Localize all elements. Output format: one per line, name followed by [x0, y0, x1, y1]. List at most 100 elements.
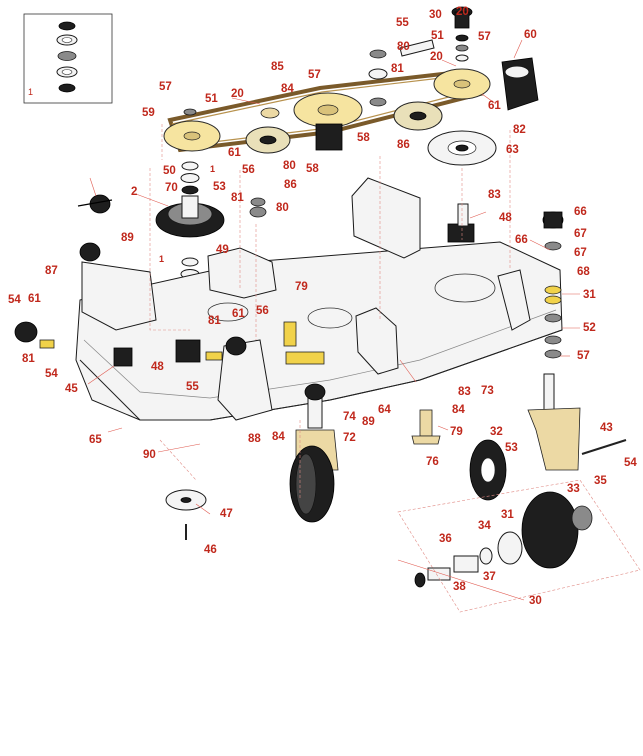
callout-83-left: 81	[22, 353, 35, 365]
callout-66-left: 61	[28, 293, 41, 305]
callout-83-center: 81	[208, 315, 221, 327]
callout-57-left: 54	[8, 294, 21, 306]
callout-90: 86	[284, 179, 297, 191]
callout-labels: 20 30 55 51 57 60 80 20 81 85 57 57 84 2…	[8, 6, 637, 607]
spindle-left	[155, 161, 225, 317]
callout-41: 45	[65, 383, 78, 395]
callout-79-right: 76	[426, 456, 439, 468]
callout-81-left: 80	[283, 160, 296, 172]
callout-30: 30	[529, 595, 542, 607]
callout-57-center: 56	[256, 305, 269, 317]
callout-66-center: 61	[232, 308, 245, 320]
caster-right	[469, 211, 593, 569]
callout-33: 33	[567, 483, 580, 495]
callout-57-top: 55	[396, 17, 409, 29]
callout-57-mid: 56	[242, 164, 255, 176]
callout-74: 68	[577, 266, 590, 278]
callout-31: 31	[501, 509, 514, 521]
callout-48-left: 48	[151, 361, 164, 373]
callout-91-left: 87	[45, 265, 58, 277]
callout-63: 59	[142, 107, 155, 119]
callout-89-right: 86	[397, 139, 410, 151]
callout-91-center: 88	[248, 433, 261, 445]
callout-32: 32	[490, 426, 503, 438]
callout-84-left: 81	[231, 192, 244, 204]
callout-1-lower: 1	[159, 254, 164, 264]
callout-70: 66	[515, 234, 528, 246]
callout-34: 34	[478, 520, 491, 532]
callout-87: 84	[452, 404, 465, 416]
leader-lines	[87, 39, 580, 601]
inset-label: 1	[28, 87, 33, 97]
callout-59: 57	[577, 350, 590, 362]
spindle-housing-right	[427, 130, 497, 166]
callout-89-top: 85	[271, 61, 284, 73]
gearbox-65	[501, 57, 539, 111]
callout-86-right: 83	[458, 386, 471, 398]
callout-38: 38	[453, 581, 466, 593]
callout-49: 49	[216, 244, 229, 256]
callout-55: 54	[624, 457, 637, 469]
callout-68: 65	[89, 434, 102, 446]
callout-64: 61	[488, 100, 501, 112]
caster-left	[289, 383, 339, 523]
callout-72: 67	[574, 228, 587, 240]
callout-43: 20	[456, 6, 469, 18]
callout-79-center: 74	[343, 411, 356, 423]
callout-51-top: 51	[431, 30, 444, 42]
callout-54: 53	[505, 442, 518, 454]
callout-84-right: 82	[513, 124, 526, 136]
callout-92-left: 89	[121, 232, 134, 244]
mower-deck	[75, 177, 563, 421]
callout-56-left: 54	[45, 368, 58, 380]
belt-drive	[163, 68, 491, 154]
callout-60: 57	[308, 69, 321, 81]
spindle-stack-right	[451, 6, 473, 62]
axle-parts	[414, 439, 627, 588]
callout-85: 83	[488, 189, 501, 201]
callout-81-top: 80	[397, 41, 410, 53]
callout-45: 31	[583, 289, 596, 301]
callout-58-left: 57	[159, 81, 172, 93]
callout-65: 60	[524, 29, 537, 41]
callout-73: 67	[574, 247, 587, 259]
callout-71: 66	[574, 206, 587, 218]
callout-48-right: 48	[499, 212, 512, 224]
callout-58-right: 57	[478, 31, 491, 43]
callout-67-left: 61	[228, 147, 241, 159]
callout-35: 35	[594, 475, 607, 487]
callout-51-left: 51	[205, 93, 218, 105]
callout-78-center: 72	[343, 432, 356, 444]
callout-20-left: 20	[231, 88, 244, 100]
callout-44: 30	[429, 9, 442, 21]
callout-46: 46	[204, 544, 217, 556]
callout-92-bottom: 90	[143, 449, 156, 461]
callout-80-top: 79	[295, 281, 308, 293]
callout-82-top: 81	[391, 63, 404, 75]
callout-82-left: 80	[276, 202, 289, 214]
callout-50: 50	[163, 165, 176, 177]
callout-78-right: 73	[481, 385, 494, 397]
callout-39: 43	[600, 422, 613, 434]
callout-2: 2	[131, 186, 137, 198]
callout-61-upper: 58	[357, 132, 370, 144]
callout-53: 53	[213, 181, 226, 193]
callout-37: 37	[483, 571, 496, 583]
callout-56-center: 55	[186, 381, 199, 393]
callout-76: 70	[165, 182, 178, 194]
misc-parts	[14, 39, 563, 445]
callout-86-center: 84	[272, 431, 285, 443]
callout-36: 36	[439, 533, 452, 545]
callout-20-right: 20	[430, 51, 443, 63]
assembly-guides	[149, 124, 641, 613]
callout-61-lower: 58	[306, 163, 319, 175]
callout-92-center: 89	[362, 416, 375, 428]
blade-47	[165, 489, 207, 540]
callout-80-right: 79	[450, 426, 463, 438]
callout-47: 47	[220, 508, 233, 520]
spring-94	[77, 194, 113, 214]
callout-67-right: 63	[506, 144, 519, 156]
callout-69: 64	[378, 404, 391, 416]
